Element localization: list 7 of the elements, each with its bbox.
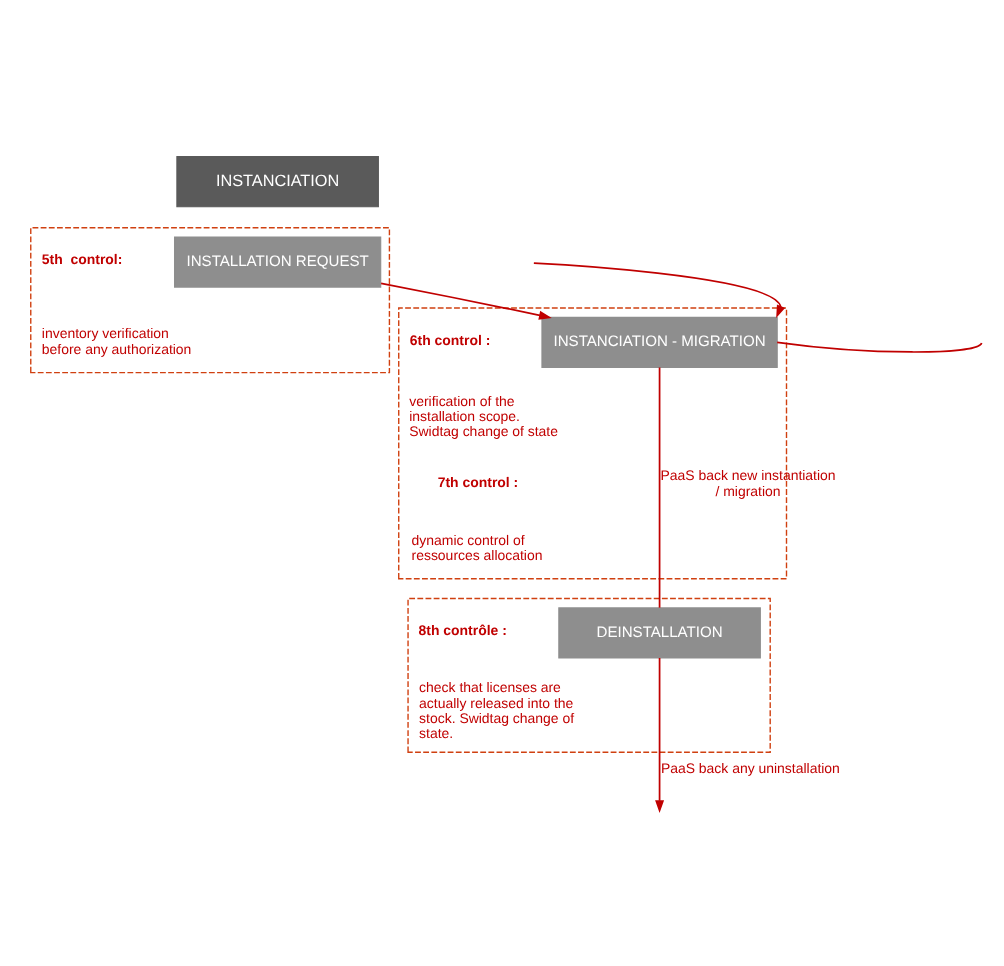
cluster <box>407 596 771 752</box>
arrow <box>380 281 552 319</box>
arrow <box>655 656 665 813</box>
connector <box>658 365 661 608</box>
connector <box>776 340 983 352</box>
arrow <box>533 261 786 318</box>
cluster <box>30 226 391 373</box>
